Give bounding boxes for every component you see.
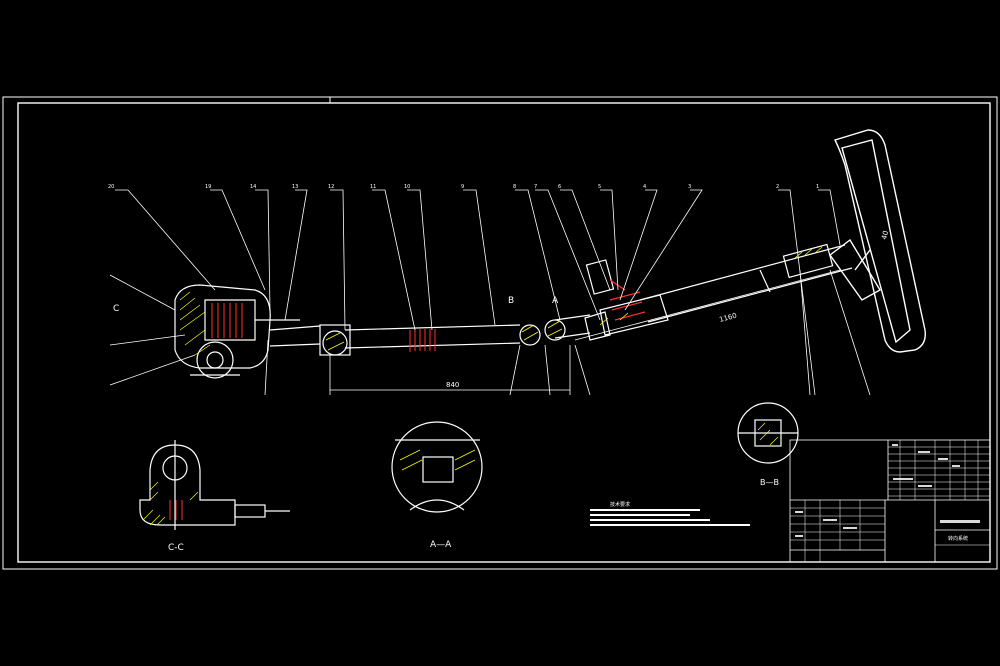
svg-text:3: 3: [688, 184, 691, 190]
steering-wheel: [829, 129, 926, 353]
svg-text:10: 10: [404, 184, 410, 190]
inner-border: [17, 102, 991, 563]
section-cc-red: [169, 500, 183, 520]
gearbox-hatch-yellow: [179, 291, 211, 356]
svg-text:20: 20: [108, 184, 114, 190]
dimension-lines: [329, 269, 841, 395]
svg-text:5: 5: [598, 184, 601, 190]
section-bb-label: B—B: [760, 478, 779, 487]
section-marker-a: A: [552, 296, 559, 306]
section-bb-view: [737, 402, 799, 464]
gearbox-hatch-red: [211, 303, 243, 338]
svg-text:14: 14: [250, 184, 256, 190]
steering-column: [584, 243, 853, 341]
section-cc-view: [139, 440, 290, 530]
intermediate-shaft: [269, 314, 591, 356]
svg-text:13: 13: [292, 184, 298, 190]
shaft-spline-hatch: [409, 329, 436, 352]
svg-text:4: 4: [643, 184, 646, 190]
dimension-1160: 1160: [718, 312, 737, 324]
section-marker-b: B: [508, 296, 514, 306]
column-bracket-red: [609, 279, 646, 321]
svg-text:12: 12: [328, 184, 334, 190]
title-block-title: 转向系统: [948, 535, 968, 542]
title-block: [789, 439, 991, 563]
joint-hatch: [325, 320, 563, 351]
dimension-40: 40: [880, 230, 890, 241]
section-marker-c: C: [113, 304, 119, 314]
svg-text:11: 11: [370, 184, 376, 190]
svg-text:8: 8: [513, 184, 516, 190]
part-number-labels: 20 19 14 13 12 11 10 9 8 7 6 5 4 3 2 1: [108, 184, 819, 190]
svg-text:7: 7: [534, 184, 537, 190]
dimension-840: 840: [446, 381, 459, 389]
section-aa-label: A—A: [430, 540, 452, 550]
outer-border: [2, 96, 998, 570]
steering-gearbox: [174, 284, 300, 379]
section-aa-hatch: [399, 449, 476, 471]
svg-text:6: 6: [558, 184, 561, 190]
section-cc-label: C-C: [168, 543, 184, 553]
section-aa-view: [391, 421, 483, 513]
section-cc-hatch: [142, 481, 199, 526]
svg-text:19: 19: [205, 184, 211, 190]
title-block-grid: [790, 440, 990, 562]
title-block-text-fill: [795, 444, 980, 537]
svg-text:1: 1: [816, 184, 819, 190]
tech-req-title: 技术要求: [610, 501, 630, 508]
column-hatch: [599, 246, 823, 326]
svg-text:9: 9: [461, 184, 464, 190]
section-bb-hatch: [757, 422, 779, 446]
svg-text:2: 2: [776, 184, 779, 190]
leader-lines: [109, 189, 871, 396]
technical-requirements: 技术要求: [590, 501, 750, 526]
